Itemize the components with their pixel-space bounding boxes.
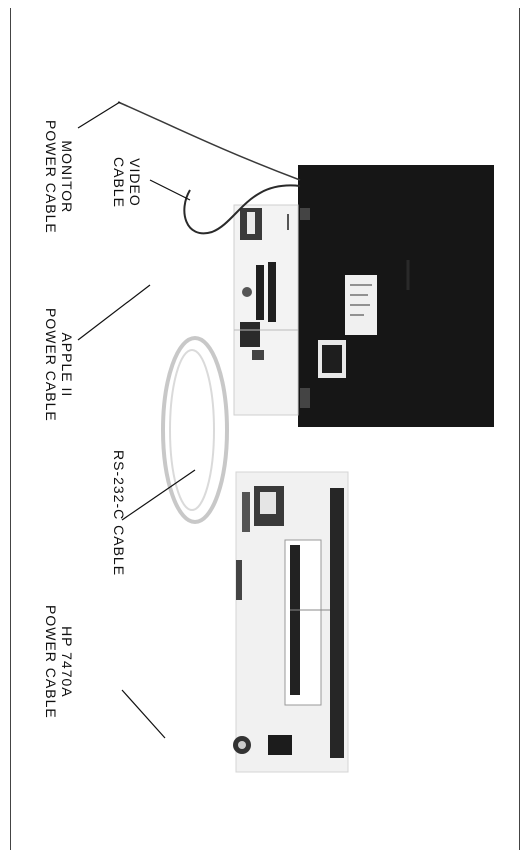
- rs232c-cable-coil: [161, 336, 229, 524]
- apple-ii-illustration: [233, 204, 299, 416]
- monitor-power-cable-label: MONITOR POWER CABLE: [43, 120, 75, 234]
- hp7470a-power-cable-label: HP 7470A POWER CABLE: [43, 605, 75, 719]
- monitor-illustration: [298, 165, 494, 427]
- hp7470a-illustration: [233, 471, 349, 773]
- apple-ii-power-cable-label: APPLE II POWER CABLE: [43, 308, 75, 422]
- video-cable-loop: [183, 184, 301, 235]
- leader-lines: [77, 101, 196, 739]
- figure-frame: [10, 8, 520, 850]
- video-cable-label: VIDEO CABLE: [111, 157, 143, 208]
- rs232c-cable-label: RS-232-C CABLE: [111, 450, 127, 577]
